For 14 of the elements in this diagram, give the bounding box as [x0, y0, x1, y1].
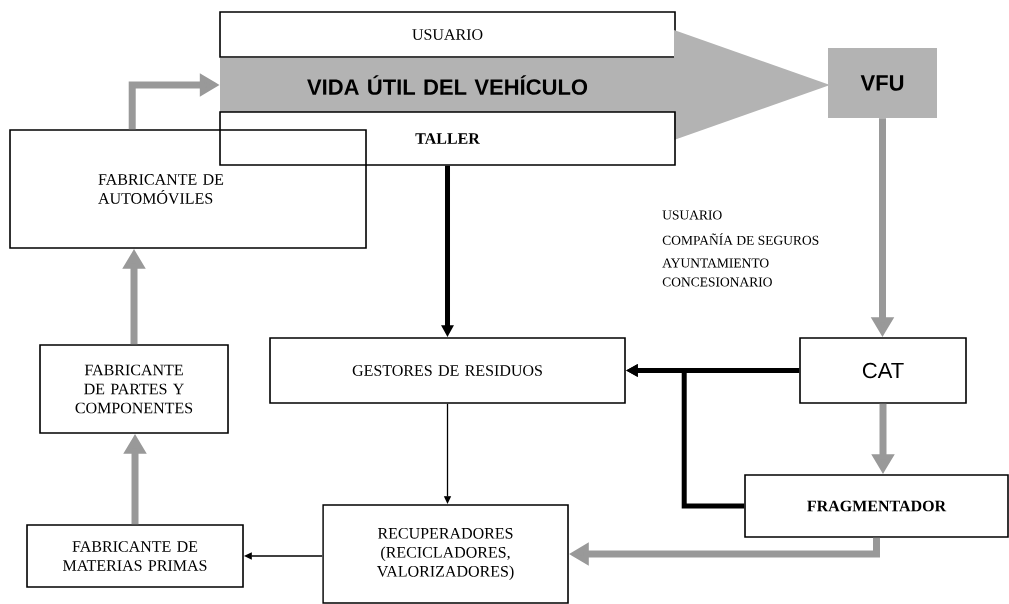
process-box: FABRICANTE DE AUTOMÓVILES — [9, 129, 367, 249]
note-text: AYUNTAMIENTO — [662, 258, 769, 268]
process-box: TALLER — [219, 111, 676, 166]
process-box: RECUPERADORES (RECICLADORES, VALORIZADORES) — [322, 504, 569, 604]
process-box: USUARIO — [219, 11, 676, 58]
process-box: CAT — [799, 337, 967, 404]
note-text: CONCESIONARIO — [662, 277, 772, 287]
process-box: VFU — [828, 48, 937, 118]
note-text: USUARIO — [662, 210, 722, 220]
note-text: COMPAÑÍA DE SEGUROS — [662, 233, 819, 245]
process-box: FRAGMENTADOR — [744, 474, 1009, 538]
process-box: FABRICANTE DE MATERIAS PRIMAS — [26, 524, 244, 588]
process-box: GESTORES DE RESIDUOS — [269, 337, 626, 404]
process-box: FABRICANTE DE PARTES Y COMPONENTES — [39, 344, 229, 434]
